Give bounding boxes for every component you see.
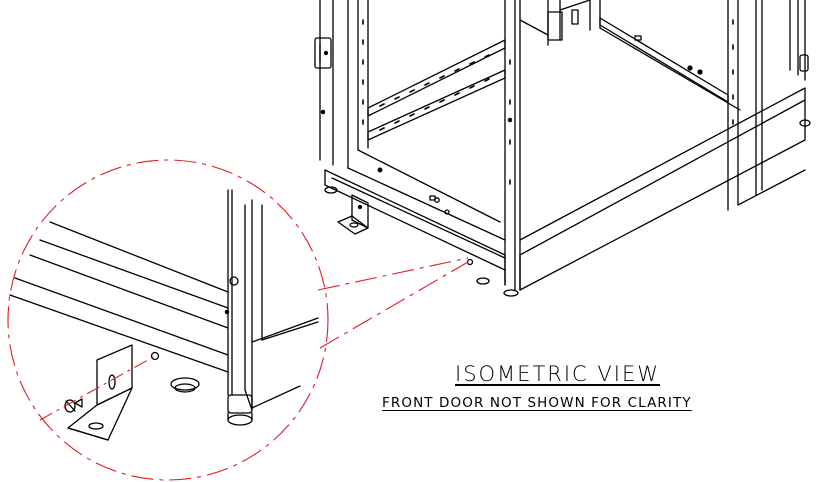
cabinet-frame bbox=[314, 0, 811, 297]
detail-view bbox=[9, 189, 319, 441]
drawing-title: ISOMETRIC VIEW bbox=[455, 362, 660, 386]
detail-callout bbox=[7, 159, 469, 481]
drawing-subtitle: FRONT DOOR NOT SHOWN FOR CLARITY bbox=[382, 395, 692, 411]
fastener-path bbox=[39, 355, 156, 421]
